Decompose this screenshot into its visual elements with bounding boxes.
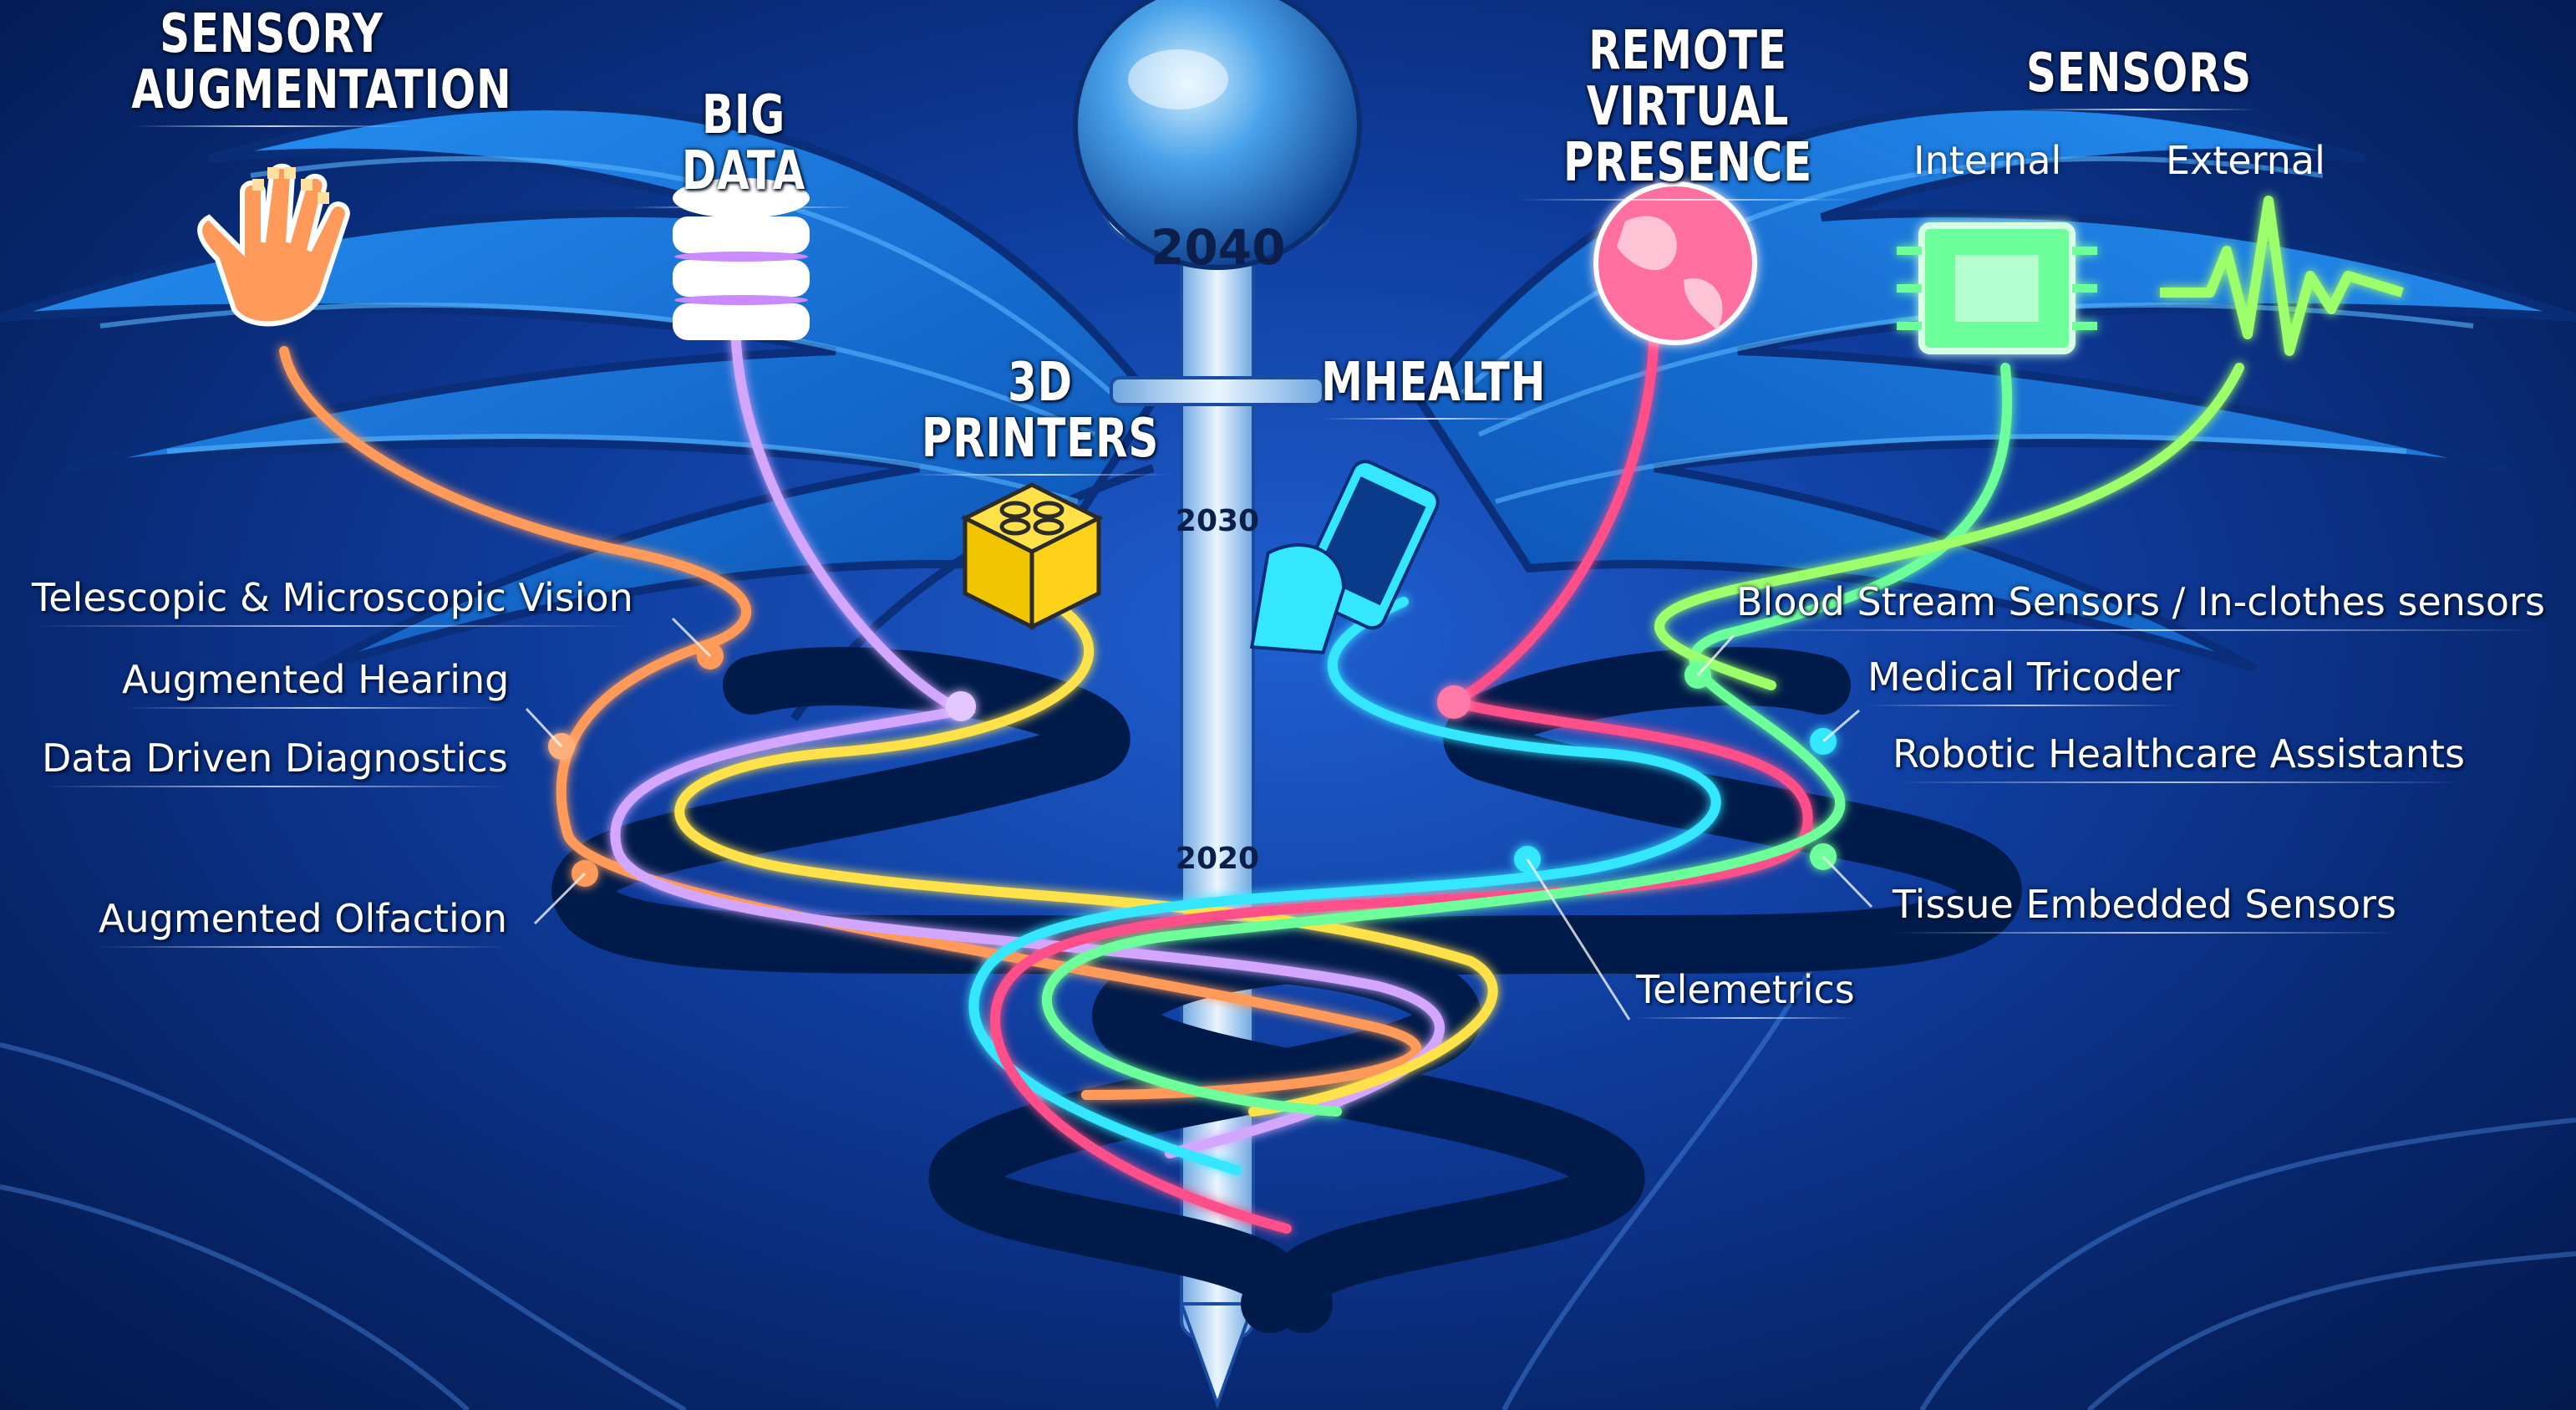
smartphone-icon (1249, 460, 1440, 654)
heading-sensory-augmentation: SENSORY AUGMENTATION (131, 6, 511, 128)
heading-sensors-text: SENSORS (2025, 43, 2253, 104)
leader-lines (525, 617, 1873, 1021)
cable-lavender (610, 313, 1445, 1158)
year-2040: 2040 (1151, 219, 1286, 276)
label-rule (1867, 705, 2180, 706)
year-2020: 2020 (1175, 842, 1260, 876)
label-hearing-text: Augmented Hearing (122, 657, 510, 702)
label-tissue-text: Tissue Embedded Sensors (1893, 882, 2397, 927)
label-data-driven-diagnostics: Data Driven Diagnostics (42, 736, 508, 787)
heading-sensors: SENSORS (2021, 43, 2257, 111)
label-tissue-embedded-sensors: Tissue Embedded Sensors (1893, 882, 2397, 934)
cable-yellow (674, 580, 1498, 1117)
label-robotic-healthcare-assistants: Robotic Healthcare Assistants (1893, 731, 2465, 783)
cable-orange (279, 346, 1422, 1100)
lego-brick-icon (960, 482, 1104, 631)
hand-icon (197, 163, 350, 327)
heading-3d-printers-text: 3D PRINTERS (921, 352, 1160, 471)
label-telescopic-vision: Telescopic & Microscopic Vision (32, 575, 633, 627)
heading-sensory-line1: SENSORY (160, 3, 384, 65)
heading-mhealth: MHEALTH (1321, 354, 1546, 420)
label-augmented-hearing: Augmented Hearing (122, 657, 510, 709)
heading-mhealth-text: MHEALTH (1321, 352, 1547, 414)
globe-icon (1593, 181, 1757, 345)
label-olfaction-text: Augmented Olfaction (99, 896, 508, 941)
heading-rule (2021, 109, 2257, 111)
cables (279, 313, 2244, 1234)
label-rule (99, 946, 508, 948)
heading-rule (910, 474, 1171, 476)
cable-green (1042, 363, 2013, 1117)
node-bigdata (946, 691, 976, 721)
label-rule (42, 786, 508, 787)
label-telescopic-text: Telescopic & Microscopic Vision (32, 575, 633, 620)
microchip-icon (1897, 222, 2097, 354)
label-telemetrics: Telemetrics (1636, 967, 1855, 1019)
label-rule (1893, 932, 2397, 934)
label-robotic-text: Robotic Healthcare Assistants (1893, 731, 2465, 776)
heading-3d-printers: 3D PRINTERS (910, 352, 1171, 476)
label-blood-stream-sensors: Blood Stream Sensors / In-clothes sensor… (1736, 579, 2545, 631)
label-diagnostics-text: Data Driven Diagnostics (42, 736, 508, 781)
label-rule (1736, 629, 2545, 631)
label-rule (1893, 781, 2465, 783)
heading-remote-line2: PRESENCE (1563, 132, 1812, 195)
node-remote (1437, 685, 1471, 719)
heading-big-data-text: BIG DATA (681, 84, 806, 203)
heading-rule (1518, 198, 1857, 201)
label-augmented-olfaction: Augmented Olfaction (99, 896, 508, 948)
background-veins (0, 918, 2576, 1410)
subheading-external: External (2166, 138, 2325, 183)
heading-rule (633, 206, 855, 209)
label-rule (1636, 1017, 1855, 1019)
heading-remote-line1: REMOTE VIRTUAL (1586, 20, 1790, 139)
label-rule (32, 625, 633, 627)
label-blood-text: Blood Stream Sensors / In-clothes sensor… (1736, 579, 2545, 624)
pulse-icon (2160, 196, 2404, 356)
label-telemetrics-text: Telemetrics (1636, 967, 1855, 1012)
staff (1073, 0, 1362, 1409)
heading-rule (1321, 418, 1537, 420)
heading-remote-virtual-presence: REMOTE VIRTUAL PRESENCE (1518, 23, 1857, 201)
subheading-internal: Internal (1913, 138, 2062, 183)
label-medical-tricoder: Medical Tricoder (1867, 654, 2180, 706)
cable-lime (1654, 363, 2244, 690)
heading-sensory-line2: AUGMENTATION (131, 59, 512, 122)
heading-rule (131, 125, 412, 128)
label-rule (122, 707, 510, 709)
year-2030: 2030 (1175, 504, 1260, 538)
cable-cyan (968, 597, 1721, 1175)
cable-pink (990, 313, 1813, 1234)
label-tricoder-text: Medical Tricoder (1867, 654, 2180, 700)
heading-big-data: BIG DATA (633, 87, 855, 209)
